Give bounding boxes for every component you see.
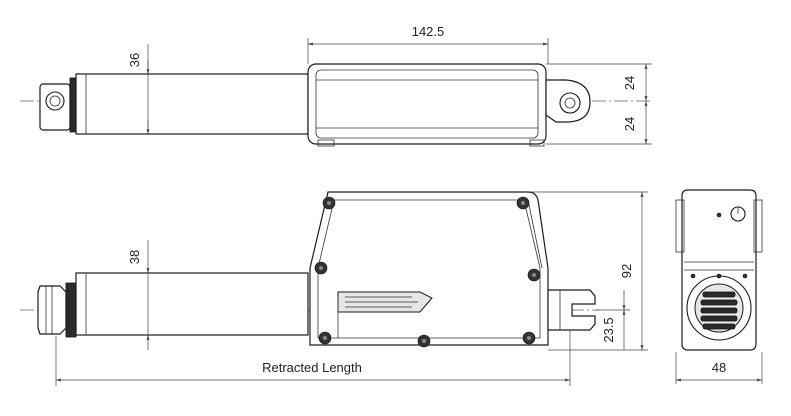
side-rod-end [37, 282, 77, 338]
dim-end-width: 48 [712, 360, 726, 375]
end-view-clevis [686, 275, 752, 341]
dim-height: 92 [619, 264, 634, 278]
side-rear-clevis [547, 289, 596, 331]
side-view: 38 92 23.5 Retracted Length [20, 191, 648, 386]
dim-rod-diameter-top: 36 [127, 53, 142, 67]
side-housing [309, 191, 549, 348]
top-rear-clevis [545, 79, 591, 123]
side-rod [75, 272, 309, 336]
top-rod [75, 73, 309, 135]
top-rod-end [39, 77, 77, 133]
dim-clevis-offset: 23.5 [601, 317, 616, 342]
dim-retracted-length: Retracted Length [262, 360, 362, 375]
top-housing [307, 63, 547, 147]
top-view: 142.5 36 24 24 [20, 24, 652, 147]
dim-body-length: 142.5 [412, 24, 445, 39]
housing-screws [314, 196, 541, 348]
dim-half-width-lower: 24 [622, 117, 637, 131]
dim-rod-diameter-side: 38 [127, 250, 142, 264]
end-view: 48 [675, 189, 763, 384]
dim-half-width-upper: 24 [622, 76, 637, 90]
